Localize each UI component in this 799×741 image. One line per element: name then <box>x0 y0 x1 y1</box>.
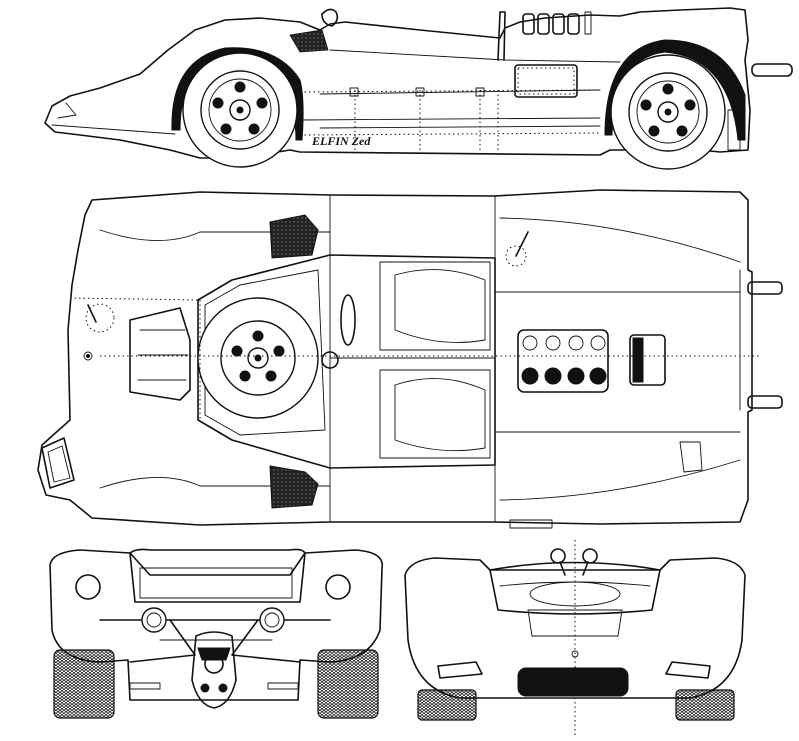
side-view: ELFIN Zed <box>44 7 793 170</box>
exhaust-pipe-side <box>751 63 793 77</box>
front-view <box>404 540 746 735</box>
intake-stacks <box>522 11 592 35</box>
steering-wheel-top <box>340 294 356 346</box>
top-view <box>37 189 783 529</box>
front-wheel-side <box>182 52 298 168</box>
rear-wheel-side <box>610 54 726 170</box>
mirror-side <box>321 8 339 27</box>
elfin-zed-lettering: ELFIN Zed <box>311 134 371 148</box>
rear-view <box>49 548 384 719</box>
spare-wheel-top <box>197 297 319 419</box>
